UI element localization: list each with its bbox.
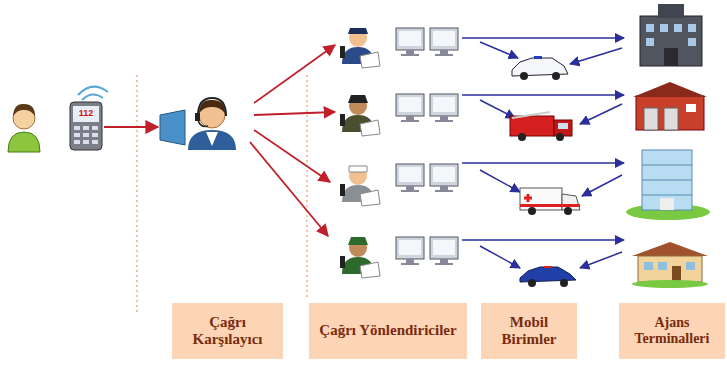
stage-label: Ajans Terminalleri <box>624 315 720 347</box>
stage-label: Mobil Birimler <box>486 314 572 349</box>
caller <box>8 104 40 152</box>
phone-number: 112 <box>75 108 97 118</box>
phone <box>70 87 108 150</box>
dispatchers <box>340 28 458 278</box>
stage-box: Mobil Birimler <box>481 303 577 359</box>
buildings <box>626 4 710 288</box>
stage-box: Çağrı Karşılayıcı <box>172 303 283 359</box>
stage-label: Çağrı Yönlendiriciler <box>319 322 456 339</box>
call-taker <box>160 98 236 150</box>
stage-label: Çağrı Karşılayıcı <box>177 314 278 349</box>
vehicles <box>510 56 580 287</box>
stage-box: Çağrı Yönlendiriciler <box>309 303 467 359</box>
stage-box: Ajans Terminalleri <box>619 303 725 359</box>
